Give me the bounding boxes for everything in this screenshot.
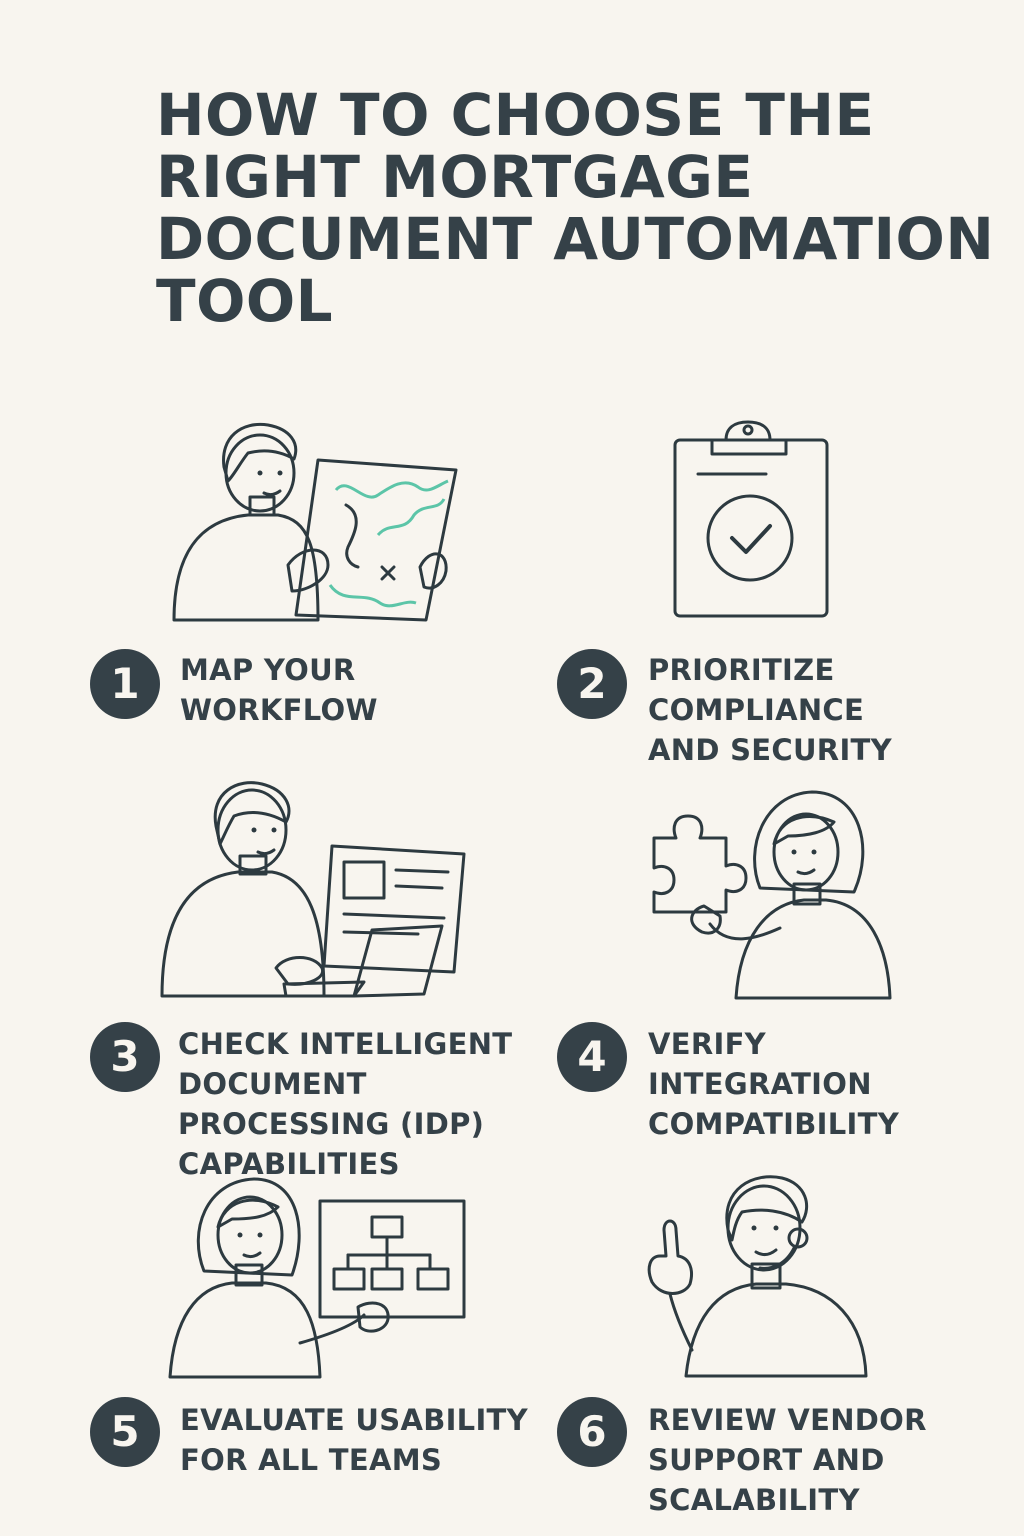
step-5-number: 5 — [90, 1397, 160, 1467]
person-at-laptop-icon — [158, 778, 468, 1000]
page-title: HOW TO CHOOSE THE RIGHT MORTGAGE DOCUMEN… — [156, 81, 995, 335]
step-1-label: MAP YOUR WORKFLOW — [180, 653, 378, 727]
step-2-label: PRIORITIZE COMPLIANCE AND SECURITY — [648, 653, 892, 767]
step-6-label: REVIEW VENDOR SUPPORT AND SCALABILITY — [648, 1403, 927, 1517]
clipboard-check-icon — [668, 418, 833, 623]
step-5-label: EVALUATE USABILITY FOR ALL TEAMS — [180, 1403, 528, 1477]
step-1-number: 1 — [90, 649, 160, 719]
step-4-label: VERIFY INTEGRATION COMPATIBILITY — [648, 1027, 899, 1141]
step-4-number: 4 — [557, 1022, 627, 1092]
support-agent-icon — [636, 1170, 871, 1380]
step-3-label: CHECK INTELLIGENT DOCUMENT PROCESSING (I… — [178, 1027, 513, 1181]
person-with-org-chart-icon — [168, 1175, 468, 1380]
step-2-number: 2 — [557, 649, 627, 719]
step-3-number: 3 — [90, 1022, 160, 1092]
person-with-puzzle-icon — [648, 788, 893, 1000]
person-with-map-icon — [168, 415, 468, 625]
step-6-number: 6 — [557, 1397, 627, 1467]
